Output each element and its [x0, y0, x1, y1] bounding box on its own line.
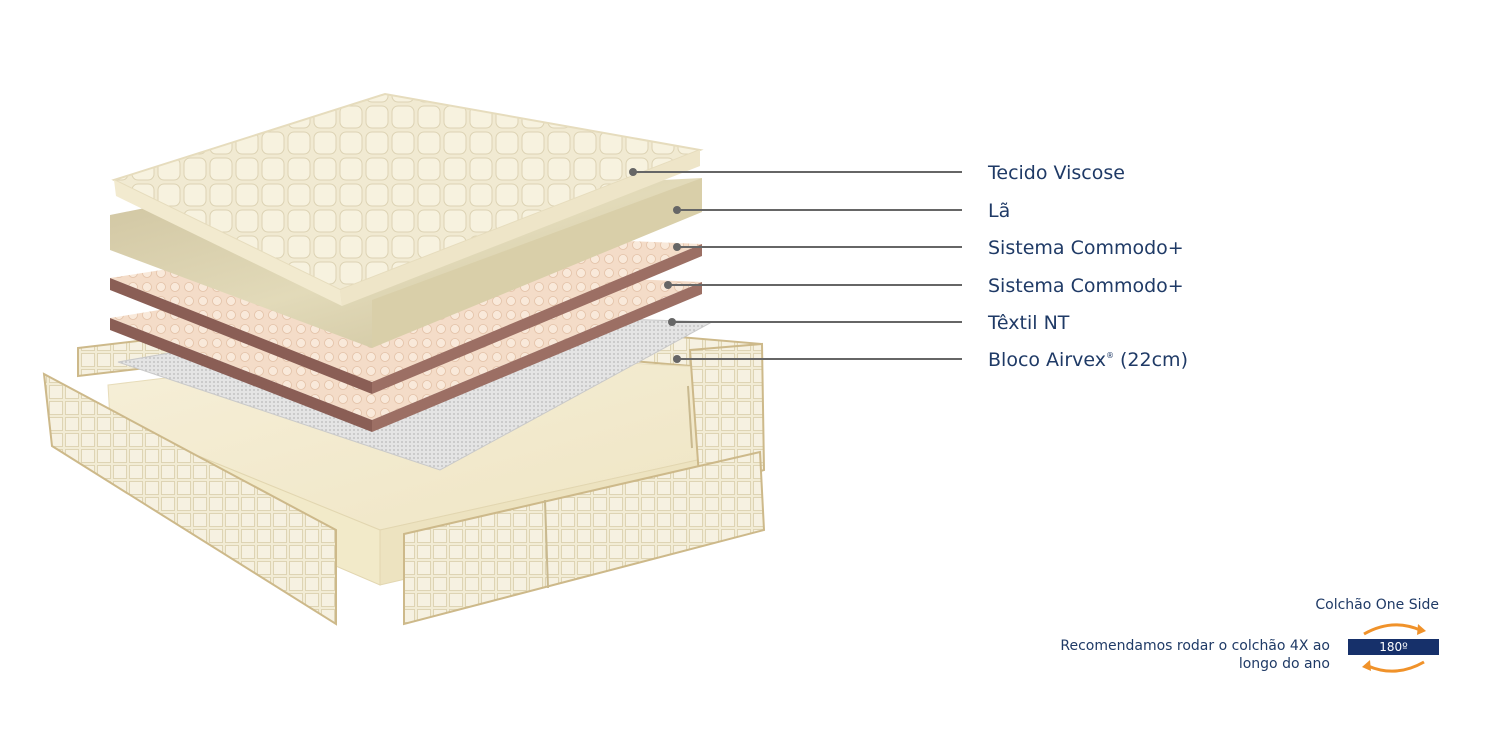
registered-mark: ® — [1105, 351, 1114, 360]
label-bloco-airvex: Bloco Airvex® (22cm) — [988, 351, 1188, 370]
leader-line-commodo-1 — [673, 243, 962, 251]
label-bloco-airvex-size: (22cm) — [1113, 349, 1188, 371]
label-textil-nt: Têxtil NT — [988, 312, 1070, 334]
label-la: Lã — [988, 200, 1011, 222]
rotation-badge: 180º — [1348, 620, 1440, 676]
rotate-arrows-icon — [1362, 623, 1426, 673]
leader-lines — [629, 168, 962, 363]
leader-line-commodo-2 — [664, 281, 962, 289]
label-bloco-airvex-name: Bloco Airvex — [988, 349, 1106, 371]
rotation-tip-text: Recomendamos rodar o colchão 4X ao longo… — [1060, 638, 1330, 672]
rotation-tip-title: Colchão One Side — [1315, 597, 1439, 613]
leader-line-airvex — [673, 355, 962, 363]
label-sistema-commodo-2: Sistema Commodo+ — [988, 275, 1184, 297]
label-tecido-viscose: Tecido Viscose — [988, 162, 1125, 184]
rotation-degree-badge: 180º — [1348, 639, 1439, 655]
label-sistema-commodo-1: Sistema Commodo+ — [988, 237, 1184, 259]
leader-line-tecido — [629, 168, 962, 176]
leader-line-textil — [668, 318, 962, 326]
leader-line-la — [673, 206, 962, 214]
top-quilted-cover — [111, 92, 704, 306]
